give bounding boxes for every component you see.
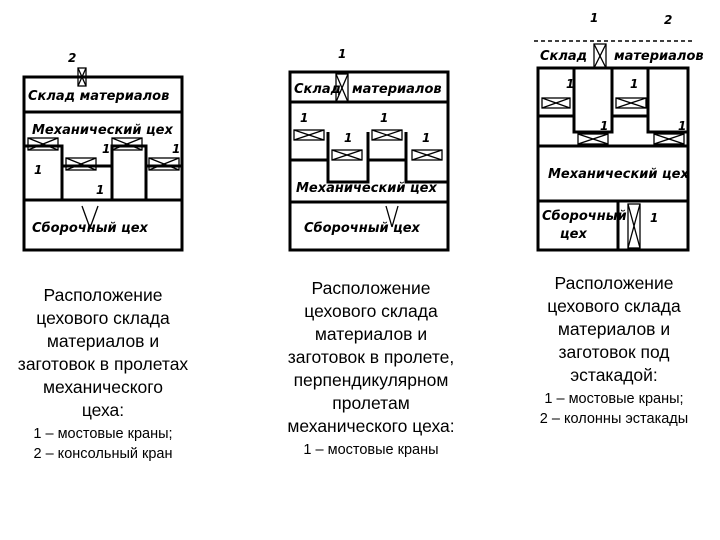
gate-mark [81,205,99,229]
crane-mark [541,97,571,109]
crane-mark [653,133,685,145]
callout-1: 1 [344,131,352,145]
callout-1: 1 [96,183,104,197]
caption-3: Расположение цехового склада материалов … [514,272,714,429]
legend-line: 1 – мостовые краны; [33,426,173,442]
warehouse-label-right: материалов [352,82,442,97]
callout-1: 1 [300,111,308,125]
crane-mark [293,129,325,141]
console-crane-mark [77,67,87,87]
callout-1: 1 [650,211,658,225]
legend-line: 2 – консольный кран [33,446,173,462]
legend-line: 1 – мостовые краны [303,442,439,458]
diagram-1: Склад материалов Механический цех Сбороч… [16,50,191,255]
crane-mark [111,137,143,151]
crane-mark [411,149,443,161]
caption-line: Расположение [554,273,674,293]
warehouse-label-left: Склад [294,82,341,97]
machining-label: Механический цех [548,167,689,182]
caption-line: цехового склада [36,308,170,328]
callout-1: 1 [630,77,638,91]
crane-mark [148,157,180,171]
caption-line: материалов и [557,319,671,339]
crane-mark [65,157,97,171]
caption-line: перпендикулярном [293,370,449,390]
machining-label: Механический цех [296,181,437,196]
callout-1: 1 [338,47,346,61]
legend-line: 1 – мостовые краны; [544,391,684,407]
caption-line: пролетам [332,393,410,413]
caption-1: Расположение цехового склада материалов … [0,284,206,464]
caption-line: механического [42,377,164,397]
callout-1: 1 [172,142,180,156]
caption-line: цехового склада [547,296,681,316]
caption-line: Расположение [43,285,163,305]
callout-2: 2 [68,51,76,65]
callout-2: 2 [664,13,672,27]
caption-2: Расположение цехового склада материалов … [266,277,476,460]
assembly-label-1: Сборочный [542,209,627,224]
caption-line: цеха: [81,400,125,420]
crane-mark [335,73,349,103]
diagram-2: Склад материалов Механический цех Сбороч… [282,42,457,257]
assembly-label: Сборочный цех [304,221,421,236]
callout-1: 1 [678,119,686,133]
divider [538,114,688,134]
assembly-label: Сборочный цех [32,221,149,236]
crane-mark [577,133,609,145]
callout-1: 1 [422,131,430,145]
caption-line: механического цеха: [287,416,455,436]
warehouse-label-left: Склад [540,49,587,64]
callout-1: 1 [380,111,388,125]
warehouse-label-right: материалов [614,49,704,64]
gate-mark [385,205,399,228]
legend-line: 2 – колонны эстакады [539,411,689,427]
caption-line: заготовок в пролете, [287,347,455,367]
crane-mark [371,129,403,141]
column-mark [627,203,641,249]
caption-line: материалов и [314,324,428,344]
caption-line: заготовок под [558,342,670,362]
callout-1: 1 [600,119,608,133]
callout-1: 1 [590,11,598,25]
callout-1: 1 [566,77,574,91]
warehouse-label: Склад материалов [28,89,169,104]
crane-mark [331,149,363,161]
caption-line: эстакадой: [570,365,658,385]
caption-line: заготовок в пролетах [17,354,189,374]
caption-line: цехового склада [304,301,438,321]
callout-1: 1 [34,163,42,177]
column-mark [593,43,607,69]
machining-label: Механический цех [32,123,173,138]
diagram-3: Склад материалов Механический цех Сбороч… [530,6,705,256]
divider [290,158,448,184]
crane-mark [615,97,647,109]
caption-line: материалов и [46,331,160,351]
callout-1: 1 [102,142,110,156]
assembly-label-2: цех [560,227,587,242]
crane-mark [27,137,59,151]
caption-line: Расположение [311,278,431,298]
